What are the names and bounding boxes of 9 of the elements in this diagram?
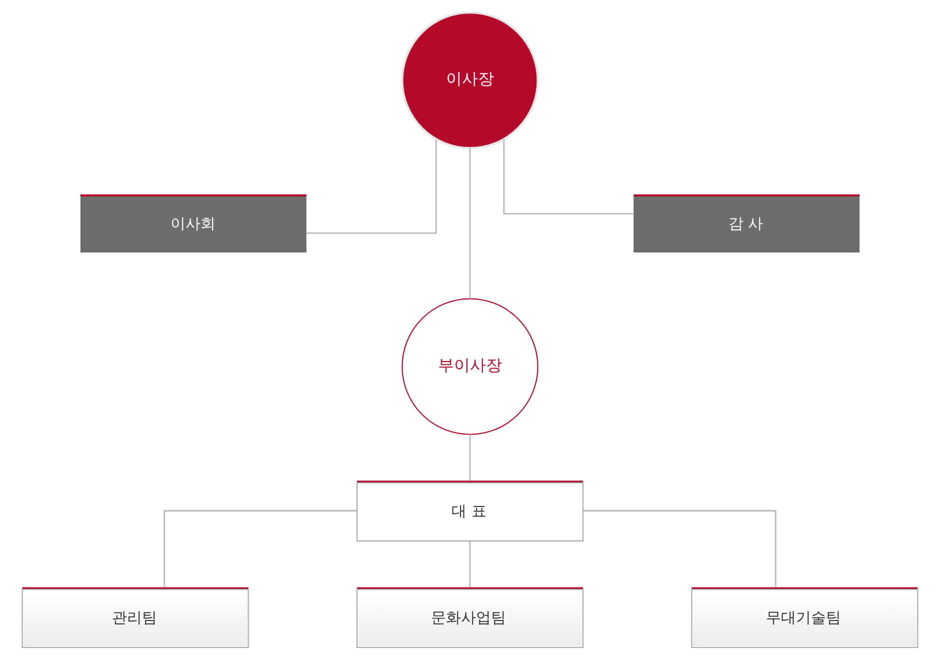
connector — [306, 139, 437, 234]
connector — [164, 510, 357, 588]
connector — [503, 139, 634, 214]
node-circle: 이사장 — [401, 11, 539, 150]
connector — [583, 510, 776, 588]
connector — [469, 541, 471, 588]
node-circle: 부이사장 — [402, 298, 538, 435]
connector — [469, 434, 471, 480]
connector — [469, 148, 471, 299]
